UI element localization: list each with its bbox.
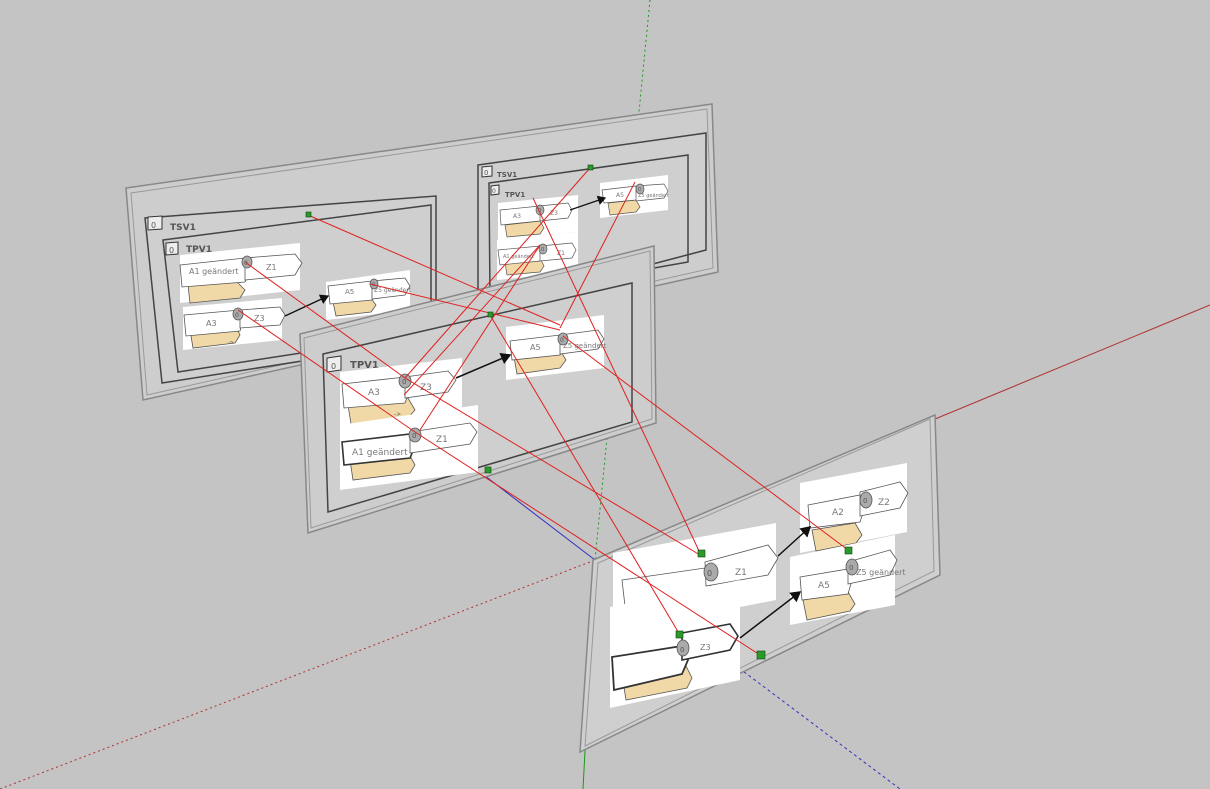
svg-text:0: 0 (680, 646, 684, 654)
node-mid-a5[interactable]: A5 Z5 geändert 0 (506, 315, 607, 380)
panel-back[interactable]: 0 TSV1 0 TPV1 A1 geändert Z1 0 A3 Z3 0 - (125, 103, 719, 401)
svg-text:A1 geändert: A1 geändert (352, 448, 408, 458)
svg-text:A3: A3 (206, 319, 217, 328)
svg-text:0: 0 (484, 169, 488, 177)
svg-text:A5: A5 (616, 192, 624, 199)
svg-text:Z3: Z3 (420, 383, 432, 393)
svg-text:Z3: Z3 (700, 643, 711, 652)
node-mid-a1[interactable]: A1 geändert Z1 0 (340, 405, 478, 490)
svg-text:0: 0 (244, 260, 248, 267)
svg-text:0: 0 (560, 337, 564, 344)
node-front-a5[interactable]: A5 Z5 geändert 0 (790, 535, 906, 625)
node-z-label: Z1 (266, 263, 277, 272)
svg-text:0: 0 (402, 378, 406, 386)
svg-text:A5: A5 (530, 343, 541, 352)
svg-text:Z3: Z3 (254, 314, 265, 323)
svg-text:0: 0 (235, 312, 239, 319)
svg-text:A2: A2 (832, 508, 844, 518)
outer-box-label: 0 (151, 221, 156, 230)
svg-text:0: 0 (492, 188, 496, 195)
svg-text:0: 0 (849, 564, 853, 572)
svg-text:0: 0 (331, 362, 336, 371)
svg-text:Z5 geändert: Z5 geändert (563, 342, 607, 350)
panel-mid[interactable]: 0 TPV1 A3 Z3 0 -> A1 geändert Z1 0 (299, 245, 657, 535)
connector-lines (237, 167, 849, 656)
svg-text:Z5 geändert: Z5 geändert (856, 568, 906, 577)
svg-text:0: 0 (541, 247, 544, 253)
svg-text:A3: A3 (368, 388, 380, 398)
svg-text:0: 0 (863, 497, 867, 505)
svg-text:Z1: Z1 (436, 435, 448, 445)
svg-text:Z1: Z1 (735, 568, 747, 578)
svg-text:0: 0 (412, 432, 416, 440)
svg-text:TPV1: TPV1 (505, 191, 525, 199)
svg-text:TSV1: TSV1 (497, 171, 517, 179)
tpv-label: TPV1 (186, 245, 212, 255)
node-right-a5[interactable]: A5 Z5 geändert 0 (600, 175, 669, 218)
node-a5[interactable]: A5 Z5 geändert 0 (326, 270, 412, 320)
svg-text:Z5 geändert: Z5 geändert (374, 287, 412, 294)
svg-text:Z5 geändert: Z5 geändert (638, 193, 669, 199)
svg-text:Z1: Z1 (557, 250, 565, 257)
tsv-label: TSV1 (170, 223, 196, 233)
node-a3[interactable]: A3 Z3 0 -> (183, 298, 286, 350)
svg-text:A3: A3 (513, 213, 521, 220)
node-a-label: A1 geändert (189, 267, 239, 276)
svg-text:0: 0 (707, 569, 712, 578)
node-right-a1[interactable]: A1 geändert Z1 0 (497, 232, 578, 280)
node-front-a2[interactable]: A2 Z2 0 (800, 463, 909, 553)
svg-text:->: -> (228, 340, 234, 346)
vertex-markers (305, 164, 853, 660)
svg-text:A1 geändert: A1 geändert (503, 254, 534, 260)
node-front-a3[interactable]: Z3 0 (610, 580, 740, 708)
inner-box-label: 0 (169, 246, 174, 255)
tpv-label: TPV1 (350, 360, 379, 371)
svg-text:A5: A5 (818, 581, 830, 591)
panel-front[interactable]: Z1 0 -> Z3 0 A2 Z2 0 A5 (579, 413, 941, 754)
svg-text:A5: A5 (345, 288, 354, 296)
svg-text:->: -> (394, 411, 401, 418)
svg-text:0: 0 (638, 187, 641, 193)
node-a1[interactable]: A1 geändert Z1 0 (179, 243, 303, 304)
svg-text:Z3: Z3 (550, 210, 558, 217)
svg-text:Z2: Z2 (878, 498, 890, 508)
